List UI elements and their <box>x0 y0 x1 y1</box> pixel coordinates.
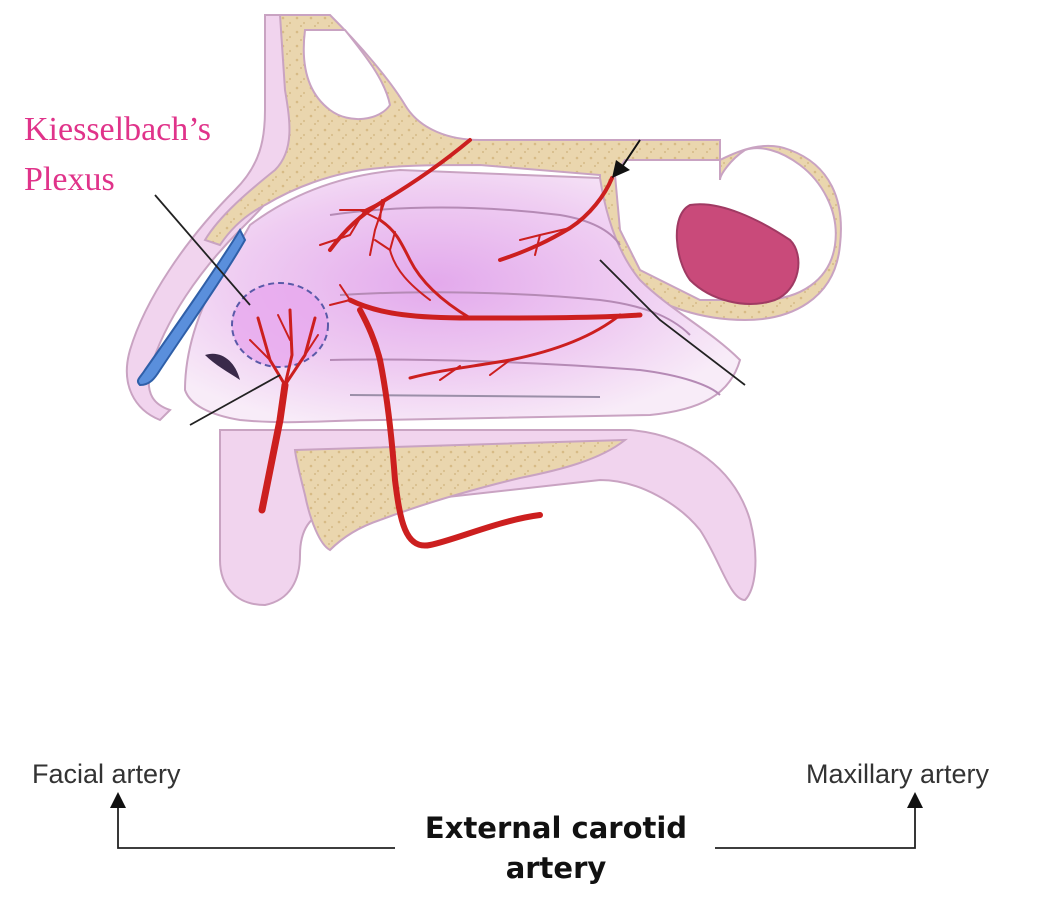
greater-palatine-artery <box>357 307 543 549</box>
superior-labial-artery <box>258 381 289 514</box>
arteries <box>249 138 643 549</box>
nostril <box>205 353 240 380</box>
nose-skin <box>125 14 301 422</box>
plexus-leader-line <box>154 194 251 306</box>
maxillary-artery-label: Maxillary artery <box>806 759 990 789</box>
palatine-bone <box>293 438 628 552</box>
facial-leader-line <box>189 374 281 426</box>
plexus-label-line2: Plexus <box>24 161 115 198</box>
inferior-turbinate <box>329 358 721 396</box>
external-carotid-label-line1: External carotid <box>425 811 687 845</box>
external-carotid-label-line2: artery <box>506 851 607 885</box>
maxillary-arrow-head <box>907 792 923 808</box>
facial-artery-label: Facial artery <box>32 759 181 789</box>
frontal-sinus <box>302 29 392 121</box>
sphenoid-sinus <box>675 203 800 305</box>
middle-turbinate <box>339 291 691 336</box>
plexus-label-line1: Kiesselbach’s <box>24 111 211 148</box>
facial-arrow-head <box>110 792 126 808</box>
facial-bracket-line <box>117 808 395 849</box>
meatus-line <box>349 394 601 398</box>
maxillary-leader-line <box>599 259 746 386</box>
ethmoidal-arrow-head <box>612 160 630 178</box>
ethmoidal-pointer-arrow <box>619 139 641 171</box>
maxillary-bracket-line <box>715 808 916 849</box>
